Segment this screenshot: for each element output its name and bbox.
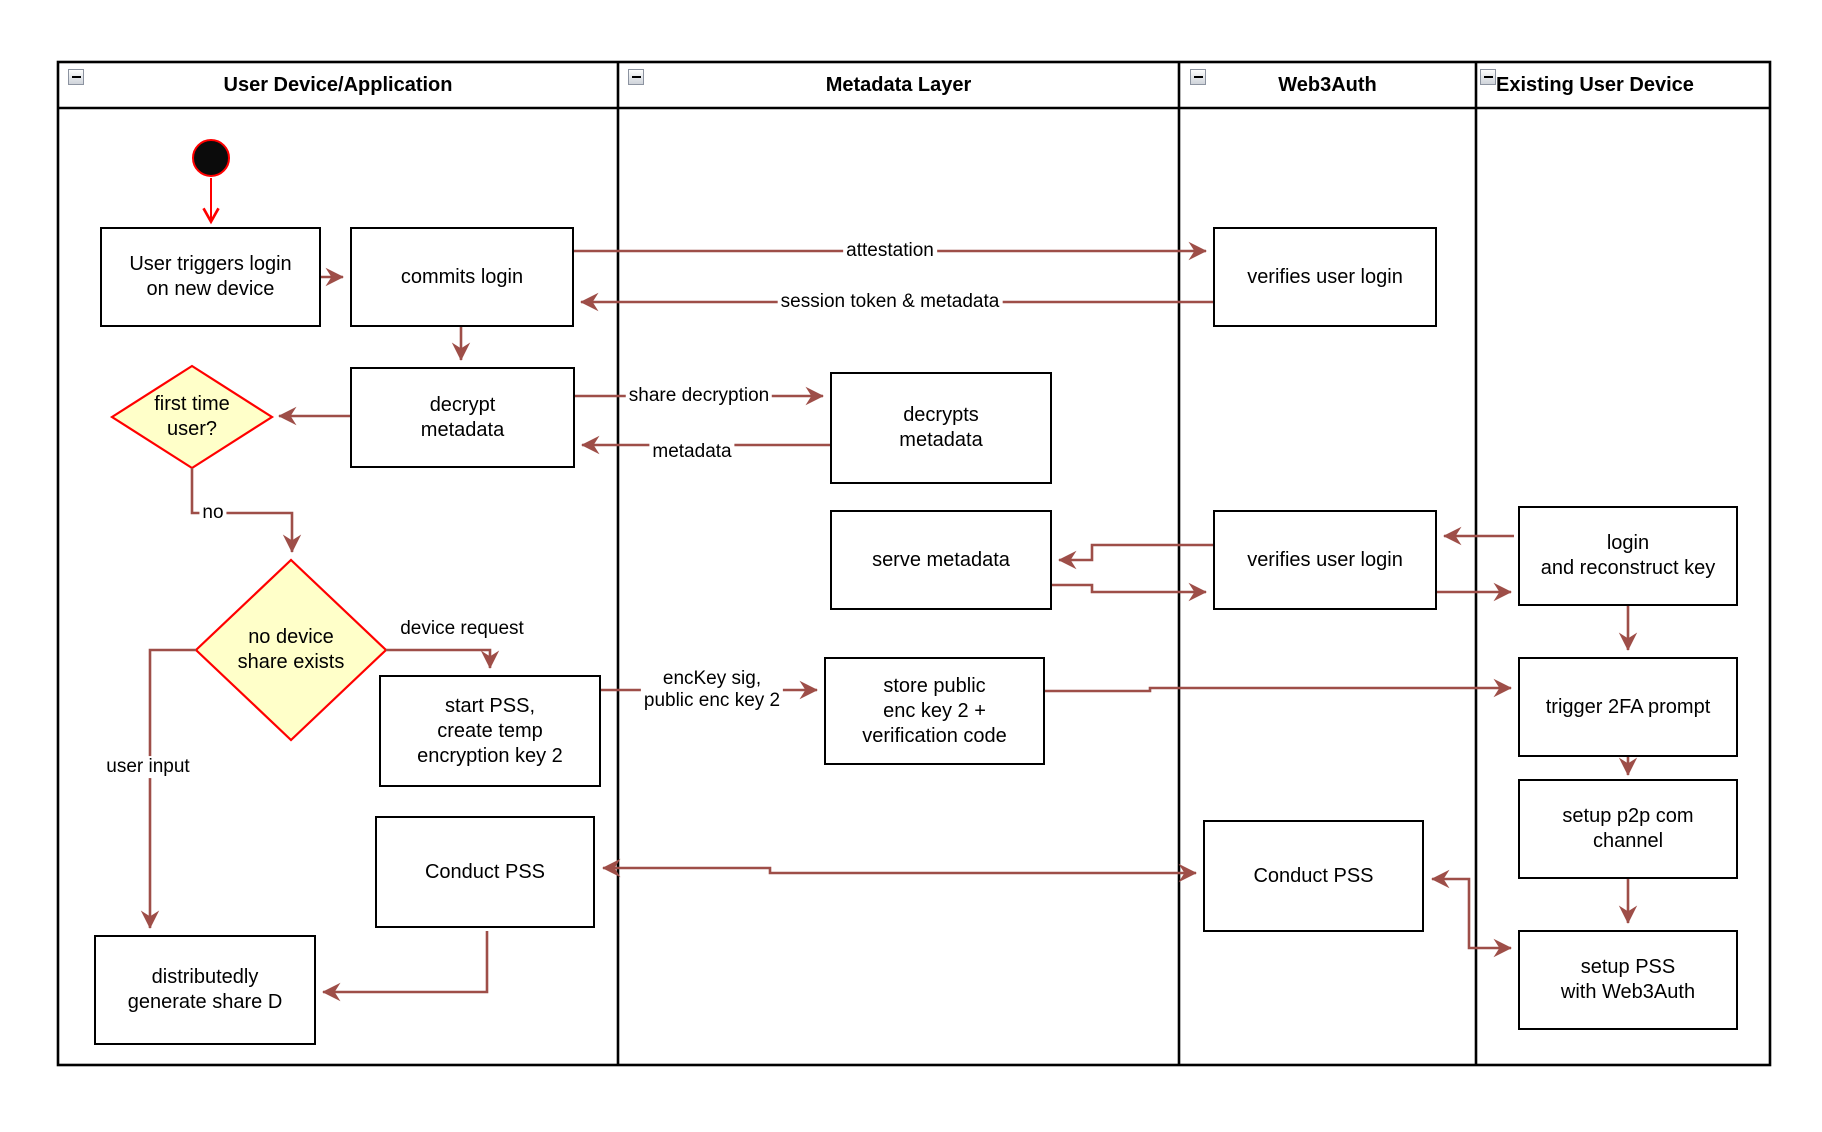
node-decrypt-metadata[interactable]: decrypt metadata bbox=[350, 367, 575, 468]
arrow-user-input bbox=[140, 648, 196, 929]
node-decrypts-metadata[interactable]: decrypts metadata bbox=[830, 372, 1052, 484]
lane-header-web3auth: Web3Auth bbox=[1179, 62, 1476, 108]
node-user-triggers-login[interactable]: User triggers login on new device bbox=[100, 227, 321, 327]
node-serve-metadata[interactable]: serve metadata bbox=[830, 510, 1052, 610]
collapse-lane-icon[interactable] bbox=[68, 69, 84, 85]
label-first-time-user: first time user? bbox=[154, 393, 230, 440]
arrow-conduct1-to-distgen bbox=[322, 931, 489, 1002]
edge-label-device-request: device request bbox=[397, 618, 527, 640]
decision-first-time-user[interactable] bbox=[109, 364, 275, 470]
arrow-device-request bbox=[386, 648, 500, 669]
node-start-pss[interactable]: start PSS, create temp encryption key 2 bbox=[379, 675, 601, 787]
arrow-no-branch bbox=[190, 468, 302, 553]
lane-title: Web3Auth bbox=[1278, 73, 1377, 96]
node-setup-pss-web3auth[interactable]: setup PSS with Web3Auth bbox=[1518, 930, 1738, 1030]
node-verifies-user-login-2[interactable]: verifies user login bbox=[1213, 510, 1437, 610]
node-store-public-enc-key[interactable]: store public enc key 2 + verification co… bbox=[824, 657, 1045, 765]
arrow-serve-to-verify2 bbox=[1052, 582, 1207, 602]
label-no-device-share: no device share exists bbox=[237, 626, 345, 673]
edge-label-attestation: attestation bbox=[843, 240, 937, 262]
arrow-conduct2-setuppss-link bbox=[1431, 869, 1512, 958]
edge-label-share-decryption: share decryption bbox=[625, 385, 773, 407]
node-conduct-pss-web3auth[interactable]: Conduct PSS bbox=[1203, 820, 1424, 932]
edge-label-enckey-sig: encKey sig, public enc key 2 bbox=[640, 668, 784, 712]
lane-header-user-device: User Device/Application bbox=[58, 62, 618, 108]
node-setup-p2p[interactable]: setup p2p com channel bbox=[1518, 779, 1738, 879]
edge-label-metadata: metadata bbox=[649, 441, 735, 463]
node-verifies-user-login-1[interactable]: verifies user login bbox=[1213, 227, 1437, 327]
lane-title: Existing User Device bbox=[1496, 73, 1694, 96]
edge-label-session-token: session token & metadata bbox=[777, 291, 1003, 313]
edge-label-no: no bbox=[199, 502, 227, 524]
collapse-lane-icon[interactable] bbox=[628, 69, 644, 85]
arrow-verify2-to-serve bbox=[1058, 543, 1213, 570]
node-trigger-2fa[interactable]: trigger 2FA prompt bbox=[1518, 657, 1738, 757]
collapse-lane-icon[interactable] bbox=[1480, 69, 1496, 85]
arrow-store-to-2fa bbox=[1045, 678, 1512, 698]
node-login-reconstruct-key[interactable]: login and reconstruct key bbox=[1518, 506, 1738, 606]
collapse-lane-icon[interactable] bbox=[1190, 69, 1206, 85]
edge-label-user-input: user input bbox=[103, 756, 193, 778]
node-conduct-pss-user[interactable]: Conduct PSS bbox=[375, 816, 595, 928]
lane-title: User Device/Application bbox=[223, 73, 453, 96]
lane-title: Metadata Layer bbox=[825, 73, 972, 96]
start-node[interactable] bbox=[192, 139, 230, 177]
node-commits-login[interactable]: commits login bbox=[350, 227, 574, 327]
lane-header-metadata-layer: Metadata Layer bbox=[618, 62, 1179, 108]
arrow-conduct-pss-link bbox=[602, 858, 1197, 883]
node-distributedly-generate[interactable]: distributedly generate share D bbox=[94, 935, 316, 1045]
lane-header-existing-device: Existing User Device bbox=[1496, 62, 1770, 108]
